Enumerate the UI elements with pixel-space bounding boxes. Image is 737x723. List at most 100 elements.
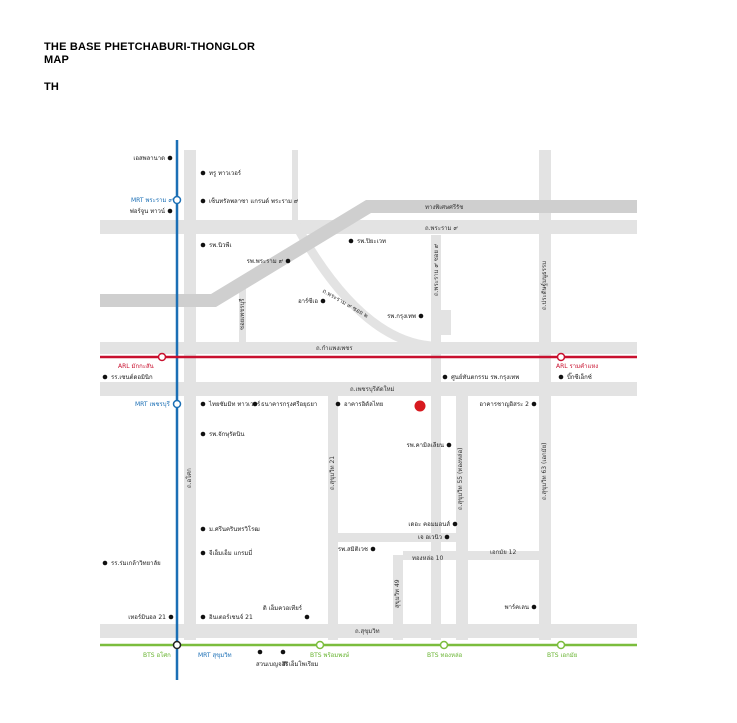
poi-big-c: บิ๊กซีเอ็กซ์ <box>567 372 592 381</box>
label-phetchaburi: ถ.เพชรบุรีตัดใหม่ <box>350 385 395 393</box>
poi-dot[interactable] <box>200 526 206 532</box>
poi-dot[interactable] <box>320 298 326 304</box>
poi-benjasiri-park: สวนเบญจสิริ <box>256 661 289 668</box>
label-soi-phetchaburi: ซอยเพชรบุรี <box>238 298 246 330</box>
label-sukhumvit: ถ.สุขุมวิท <box>355 628 380 635</box>
poi-fortune-town: ฟอร์จูน ทาวน์ <box>130 207 165 215</box>
poi-dot[interactable] <box>200 614 206 620</box>
road-kamphaengphet <box>100 342 637 354</box>
poi-thonglor-community: เดอะ คอมมอนส์ <box>408 520 450 528</box>
road-thonglor10 <box>338 533 456 542</box>
road-thonglor <box>431 235 441 640</box>
poi-st-dominic: รร.เซนต์ดอมินิก <box>111 373 153 381</box>
label-sukhumvit49: สุขุมวิท 49 <box>394 579 401 608</box>
poi-rcb: อาร์ซีเอ <box>298 297 318 305</box>
poi-gmm: จีเอ็มเอ็ม แกรมมี่ <box>209 548 253 557</box>
poi-bank-of-ayudhya: ธนาคารกรุงศรีอยุธยา <box>261 400 317 408</box>
road-soi-55 <box>456 395 468 640</box>
poi-dot[interactable] <box>280 649 286 655</box>
poi-charn-issara2: อาคารชาญอิสระ 2 <box>479 401 529 408</box>
poi-dot[interactable] <box>444 534 450 540</box>
poi-dot[interactable] <box>452 521 458 527</box>
poi-bangkok-hospital: รพ.กรุงเทพ <box>387 313 416 320</box>
poi-bangkok-hospital-center: ศูนย์ทันตกรรม รพ.กรุงเทพ <box>451 373 519 381</box>
poi-dot[interactable] <box>285 258 291 264</box>
label-sukhumvit21: ถ.สุขุมวิท 21 <box>329 456 336 490</box>
label-rama9: ถ.พระราม ๙ <box>425 225 458 232</box>
poi-esplanade: เอสพลานาด <box>133 155 165 162</box>
poi-exchange-tower: ดิ เอ็มควอเทียร์ <box>263 603 303 612</box>
station-bts-thonglor[interactable] <box>439 640 449 650</box>
label-kamphaengphet: ถ.กำแพงเพชร <box>316 345 353 352</box>
poi-dot[interactable] <box>102 374 108 380</box>
poi-dot[interactable] <box>446 442 452 448</box>
poi-dot[interactable] <box>418 313 424 319</box>
station-arl-makkasan[interactable] <box>157 352 167 362</box>
poi-dot[interactable] <box>200 431 206 437</box>
poi-dot[interactable] <box>558 374 564 380</box>
poi-emporium: ดิ เอ็มโพเรียม <box>283 659 318 668</box>
poi-dot[interactable] <box>257 649 263 655</box>
road-sukhumvit49 <box>393 555 403 640</box>
poi-dot[interactable] <box>167 155 173 161</box>
poi-dot[interactable] <box>168 614 174 620</box>
label-expressway: ทางพิเศษศรีรัช <box>425 203 463 211</box>
poi-dot[interactable] <box>531 604 537 610</box>
label-bts-asok: BTS อโศก <box>143 651 171 659</box>
poi-terminal21: เทอร์มินอล 21 <box>128 613 166 621</box>
road-rama9 <box>100 220 637 234</box>
poi-jetanin: รพ.จักษุรัตนิน <box>209 431 245 438</box>
poi-thai-summit: ไทยซัมมิท ทาวเวอร์ <box>208 400 261 408</box>
road-curve-rama9-soi <box>292 222 432 351</box>
poi-dot[interactable] <box>200 242 206 248</box>
poi-piyavate: รพ.ปิยะเวท <box>357 238 386 245</box>
poi-dot[interactable] <box>200 198 206 204</box>
station-mrt-rama9[interactable] <box>172 195 182 205</box>
label-pradit: ถ.ประดิษฐ์มนูธรรม <box>540 261 548 310</box>
poi-dot[interactable] <box>200 550 206 556</box>
poi-dot[interactable] <box>348 238 354 244</box>
page-subtitle: MAP <box>44 54 70 66</box>
station-bts-phromphong[interactable] <box>315 640 325 650</box>
road-rama9-soi9 <box>292 150 298 225</box>
poi-dot[interactable] <box>531 401 537 407</box>
label-bts-phromphong: BTS พร้อมพงษ์ <box>310 651 349 659</box>
label-mrt-phetchaburi: MRT เพชรบุรี <box>135 400 171 408</box>
poi-j-avenue: เจ อเวนิว <box>418 534 442 541</box>
poi-rama9-hospital: รพ.พระราม ๙ <box>247 258 284 265</box>
poi-dot[interactable] <box>442 374 448 380</box>
poi-true-tower: ทรู ทาวเวอร์ <box>209 169 242 177</box>
poi-dot[interactable] <box>200 401 206 407</box>
road-ekkamai12 <box>403 551 539 560</box>
label-sukhumvit55: ถ.สุขุมวิท 55 (ทองหล่อ) <box>457 448 464 510</box>
poi-camillian: รพ.คามิลเลียน <box>407 441 444 449</box>
road-soi-phetchaburi <box>239 285 246 345</box>
road-sukhumvit <box>100 624 637 638</box>
poi-dot[interactable] <box>370 546 376 552</box>
page-title: THE BASE PHETCHABURI-THONGLOR <box>44 41 256 53</box>
label-sukhumvit63: ถ.สุขุมวิท 63 (เอกมัย) <box>541 443 548 500</box>
road-thonglor-spur <box>441 310 451 335</box>
label-mrt-sukhumvit: MRT สุขุมวิท <box>198 652 232 659</box>
label-ekkamai12: เอกมัย 12 <box>490 549 516 556</box>
label-bts-thonglor: BTS ทองหล่อ <box>427 652 463 659</box>
poi-dot[interactable] <box>304 614 310 620</box>
station-arl-ramkhamhaeng[interactable] <box>556 352 566 362</box>
poi-samitivej: รพ.สมิติเวช <box>338 546 368 553</box>
station-mrt-phetchaburi[interactable] <box>172 399 182 409</box>
poi-dot[interactable] <box>335 401 341 407</box>
poi-dot[interactable] <box>102 560 108 566</box>
poi-school: รร.ร่มเกล้าวิทยาลัย <box>111 560 161 567</box>
station-bts-ekkamai[interactable] <box>556 640 566 650</box>
poi-dot[interactable] <box>252 401 258 407</box>
station-bts-asok[interactable] <box>172 640 182 650</box>
poi-dot[interactable] <box>167 208 173 214</box>
poi-italthai: อาคารอิตัลไทย <box>344 400 383 408</box>
poi-vejthani: รพ.นิวพีเ <box>209 241 232 249</box>
poi-dot[interactable] <box>200 170 206 176</box>
label-rama9-soi: ถ.พระราม ๙ ซอย ๙ <box>433 243 440 296</box>
label-asoke: ถ.อโศก <box>185 468 193 488</box>
project-location-marker[interactable] <box>414 400 426 412</box>
language-label: TH <box>44 81 60 93</box>
